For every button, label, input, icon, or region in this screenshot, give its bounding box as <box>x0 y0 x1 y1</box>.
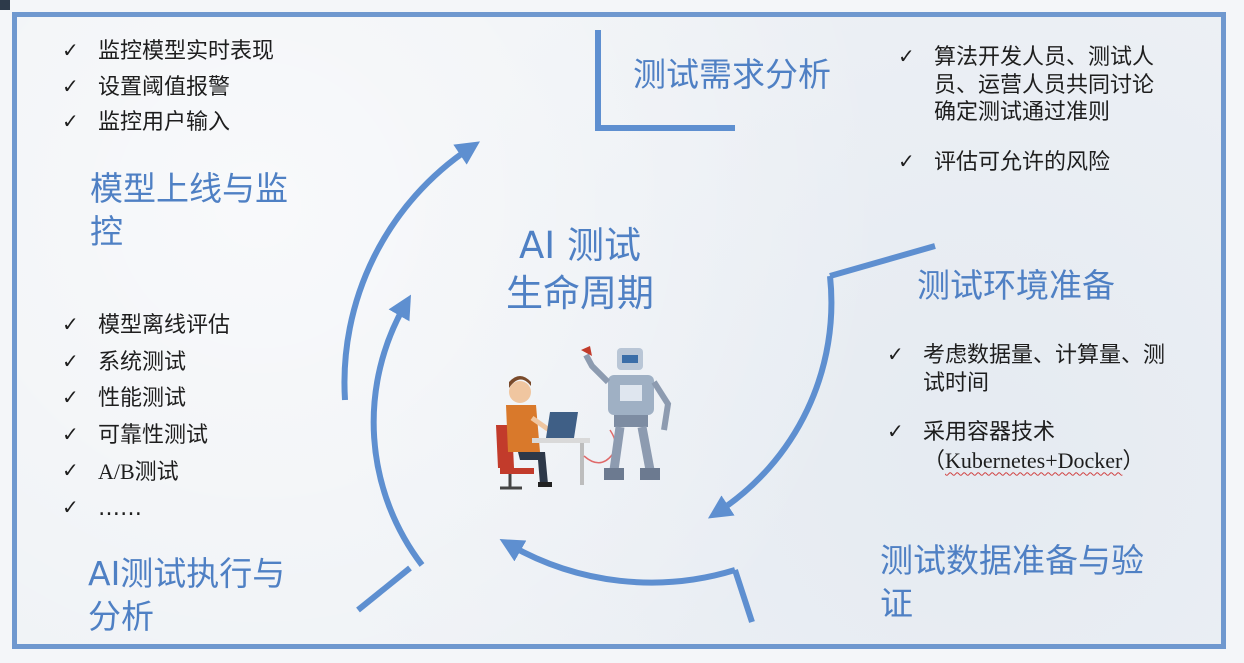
stage-data-title-line2: 证 <box>880 583 913 623</box>
list-item: ✓ 设置阈值报警 <box>62 74 274 102</box>
list-item-text: 性能测试 <box>98 386 187 411</box>
list-item-text: 考虑数据量、计算量、测 试时间 <box>923 342 1165 397</box>
open-paren: （ <box>923 448 946 474</box>
execution-checklist: ✓ 模型离线评估 ✓ 系统测试 ✓ 性能测试 ✓ 可靠性测试 ✓ A/B测试 ✓ …… <box>62 312 230 522</box>
list-item-line: 确定测试通过准则 <box>934 100 1111 125</box>
arc-execution-to-deployment <box>370 294 425 567</box>
deployment-checklist: ✓ 监控模型实时表现 ✓ 设置阈值报警 ✓ 监控用户输入 <box>62 38 274 137</box>
stage-execution-title-line1: AI测试执行与 <box>88 554 286 593</box>
list-item: ✓ 监控模型实时表现 <box>62 38 274 66</box>
lifecycle-title: AI 测试 生命周期 <box>490 222 670 318</box>
check-icon: ✓ <box>898 44 915 68</box>
list-item-line: 考虑数据量、计算量、测 <box>923 343 1166 368</box>
check-icon: ✓ <box>62 312 79 336</box>
list-item-text: 算法开发人员、测试人 员、运营人员共同讨论 确定测试通过准则 <box>934 44 1154 127</box>
check-icon: ✓ <box>887 342 904 366</box>
stage-data-title-line1: 测试数据准备与验 <box>880 541 1144 580</box>
arc-data-to-execution <box>499 539 736 586</box>
list-item-text: 可靠性测试 <box>98 422 209 448</box>
list-item: ✓ 算法开发人员、测试人 员、运营人员共同讨论 确定测试通过准则 <box>898 44 1154 127</box>
list-item-text: 模型离线评估 <box>98 313 231 338</box>
check-icon: ✓ <box>887 419 904 443</box>
check-icon: ✓ <box>898 148 915 173</box>
arc-deployment-to-requirements <box>341 141 480 401</box>
environment-checklist: ✓ 考虑数据量、计算量、测 试时间 ✓ 采用容器技术 （Kubernetes+D… <box>887 342 1165 475</box>
list-item-line: 员、运营人员共同讨论 <box>934 72 1155 98</box>
list-item-text: 设置阈值报警 <box>98 74 231 100</box>
stage-data-title: 测试数据准备与验 证 <box>880 540 1144 626</box>
robot-and-developer-illustration <box>496 346 672 490</box>
check-icon: ✓ <box>62 348 79 373</box>
list-item: ✓ 考虑数据量、计算量、测 试时间 <box>887 342 1165 397</box>
list-item-line: （Kubernetes+Docker） <box>923 447 1144 476</box>
list-item: ✓ 监控用户输入 <box>62 109 274 137</box>
check-icon: ✓ <box>62 494 79 519</box>
requirements-checklist: ✓ 算法开发人员、测试人 员、运营人员共同讨论 确定测试通过准则 ✓ 评估可允许的… <box>898 44 1154 176</box>
stage-environment-title: 测试环境准备 <box>917 266 1115 305</box>
list-item-line: 试时间 <box>923 370 990 396</box>
check-icon: ✓ <box>62 421 79 446</box>
execution-divider <box>356 565 412 613</box>
requirements-divider <box>595 30 735 131</box>
lifecycle-title-line2: 生命周期 <box>506 272 654 316</box>
stage-deployment-title-line2: 控 <box>90 211 123 251</box>
close-paren: ） <box>1122 448 1145 474</box>
list-item-text: 评估可允许的风险 <box>934 149 1111 175</box>
container-tech-text: Kubernetes+Docker <box>945 447 1123 473</box>
stage-execution-title-line2: 分析 <box>88 596 154 636</box>
list-item: ✓ A/B测试 <box>62 458 230 486</box>
environment-divider <box>829 243 936 279</box>
check-icon: ✓ <box>62 73 79 98</box>
list-item: ✓ 采用容器技术 （Kubernetes+Docker） <box>887 419 1165 475</box>
data-divider <box>732 569 755 623</box>
arc-environment-to-data <box>707 275 835 519</box>
list-item-text: …… <box>98 495 142 521</box>
list-item: ✓ 性能测试 <box>62 385 230 413</box>
list-item-text: 监控用户输入 <box>98 110 231 135</box>
list-item: ✓ …… <box>62 495 230 523</box>
list-item-line: 算法开发人员、测试人 <box>934 45 1155 70</box>
list-item-text: A/B测试 <box>98 459 179 484</box>
corner-mark <box>0 0 10 10</box>
check-icon: ✓ <box>62 458 79 482</box>
list-item-text: 监控模型实时表现 <box>98 39 275 64</box>
list-item: ✓ 系统测试 <box>62 349 230 377</box>
stage-requirements-title: 测试需求分析 <box>633 55 831 94</box>
list-item-text: 采用容器技术 （Kubernetes+Docker） <box>923 419 1144 475</box>
stage-deployment-title-line1: 模型上线与监 <box>90 169 288 208</box>
list-item-line: 采用容器技术 <box>923 420 1056 445</box>
list-item-text: 系统测试 <box>98 349 187 375</box>
check-icon: ✓ <box>62 109 79 133</box>
list-item: ✓ 可靠性测试 <box>62 422 230 450</box>
check-icon: ✓ <box>62 38 79 62</box>
stage-deployment-title: 模型上线与监 控 <box>90 168 288 254</box>
list-item: ✓ 评估可允许的风险 <box>898 149 1154 177</box>
diagram-frame <box>12 12 1226 649</box>
lifecycle-title-line1: AI 测试 <box>519 224 641 267</box>
check-icon: ✓ <box>62 385 79 409</box>
stage-execution-title: AI测试执行与 分析 <box>88 553 285 639</box>
list-item: ✓ 模型离线评估 <box>62 312 230 340</box>
